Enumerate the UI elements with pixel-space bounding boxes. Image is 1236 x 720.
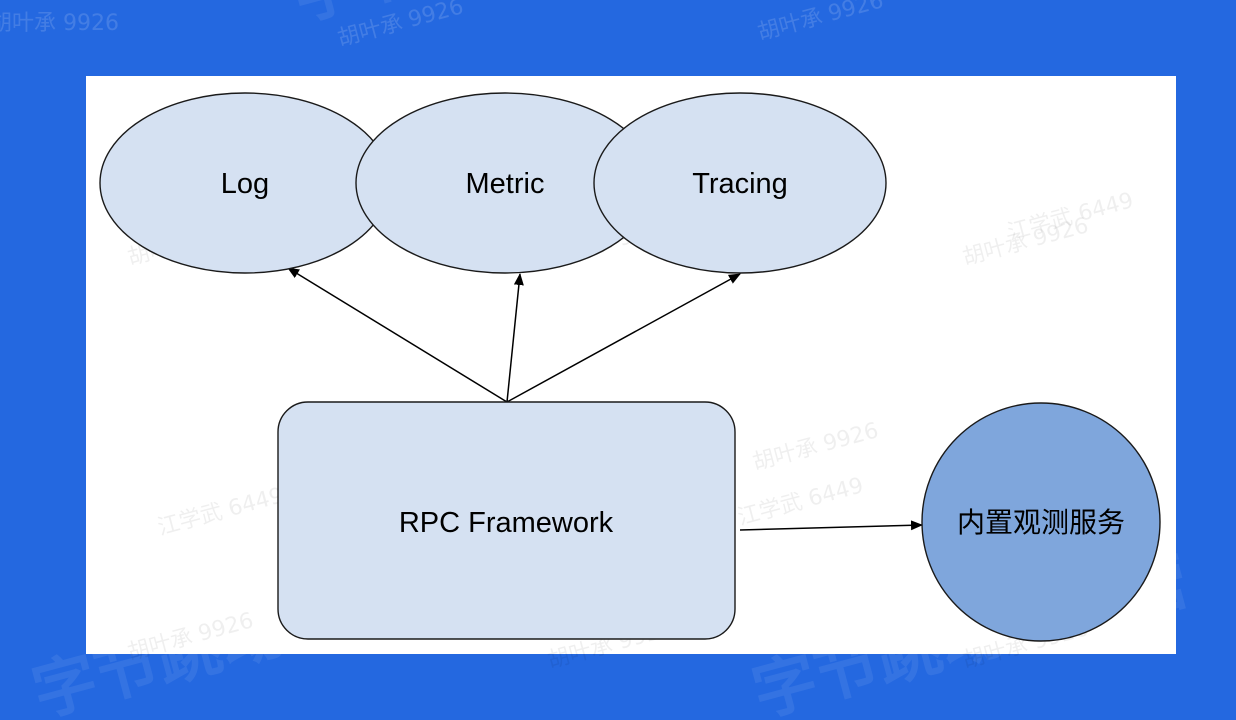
node-observability-service[interactable]: 内置观测服务 <box>921 402 1161 642</box>
watermark-text: 胡叶承 9926 <box>0 11 119 36</box>
node-observability-shape <box>921 402 1161 642</box>
node-tracing-label: Tracing <box>692 168 788 200</box>
watermark-text: 胡叶承 9926 <box>755 0 886 46</box>
node-rpc-framework-shape <box>277 401 736 640</box>
node-log[interactable]: Log <box>99 92 391 274</box>
watermark-text: 江学武 6449 <box>735 473 866 531</box>
edge-rpc-to-log <box>287 267 508 403</box>
node-tracing-shape <box>593 92 887 274</box>
node-log-label: Log <box>221 168 269 200</box>
watermark-text: 江学武 6449 <box>155 483 286 541</box>
node-rpc-framework[interactable]: RPC Framework <box>277 401 736 640</box>
node-metric-label: Metric <box>466 168 545 200</box>
node-tracing[interactable]: Tracing <box>593 92 887 274</box>
edge-rpc-to-observability <box>739 520 923 531</box>
node-metric[interactable]: Metric <box>355 92 655 274</box>
edge-rpc-to-tracing <box>506 273 741 403</box>
edge-rpc-to-metric <box>506 273 524 403</box>
edges <box>287 267 923 531</box>
node-rpc-framework-label: RPC Framework <box>399 507 614 539</box>
node-observability-label: 内置观测服务 <box>957 506 1125 539</box>
watermark-text: 胡叶承 9926 <box>750 418 881 476</box>
